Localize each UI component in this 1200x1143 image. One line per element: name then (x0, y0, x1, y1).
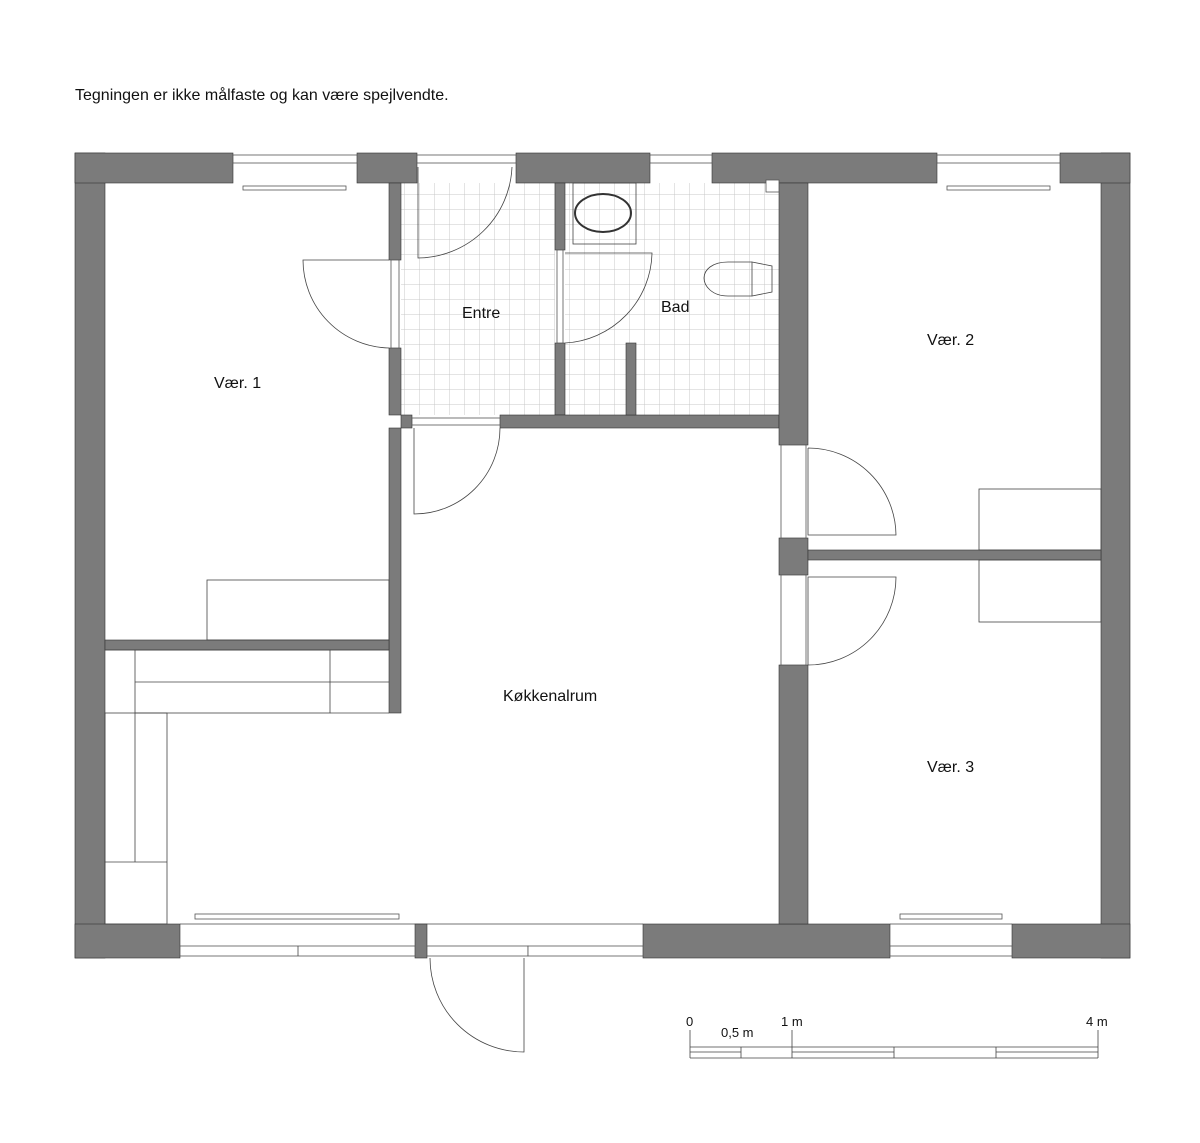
sink-icon (574, 193, 632, 233)
room-label-kokken: Køkkenalrum (503, 688, 597, 705)
fixtures (104, 182, 1102, 925)
scale-label-4: 4 m (1086, 1014, 1108, 1029)
scale-label-1: 1 m (781, 1014, 803, 1029)
doors (302, 166, 897, 1053)
scale-label-0: 0 (686, 1014, 693, 1029)
interior-walls (104, 179, 1102, 925)
toilet-icon (703, 261, 773, 297)
room-label-vaer3: Vær. 3 (927, 759, 974, 776)
scale-label-half: 0,5 m (721, 1025, 754, 1040)
outer-walls (74, 152, 1131, 959)
room-label-vaer2: Vær. 2 (927, 332, 974, 349)
scale-bar: 0 0,5 m 1 m 4 m (686, 1014, 1108, 1059)
disclaimer-note: Tegningen er ikke målfaste og kan være s… (75, 87, 449, 104)
room-label-vaer1: Vær. 1 (214, 375, 261, 392)
windows (179, 154, 1061, 957)
door-frames (390, 249, 807, 666)
bad-floor (565, 183, 779, 415)
entre-floor (401, 183, 555, 415)
room-label-entre: Entre (462, 305, 500, 322)
room-label-bad: Bad (661, 299, 689, 316)
